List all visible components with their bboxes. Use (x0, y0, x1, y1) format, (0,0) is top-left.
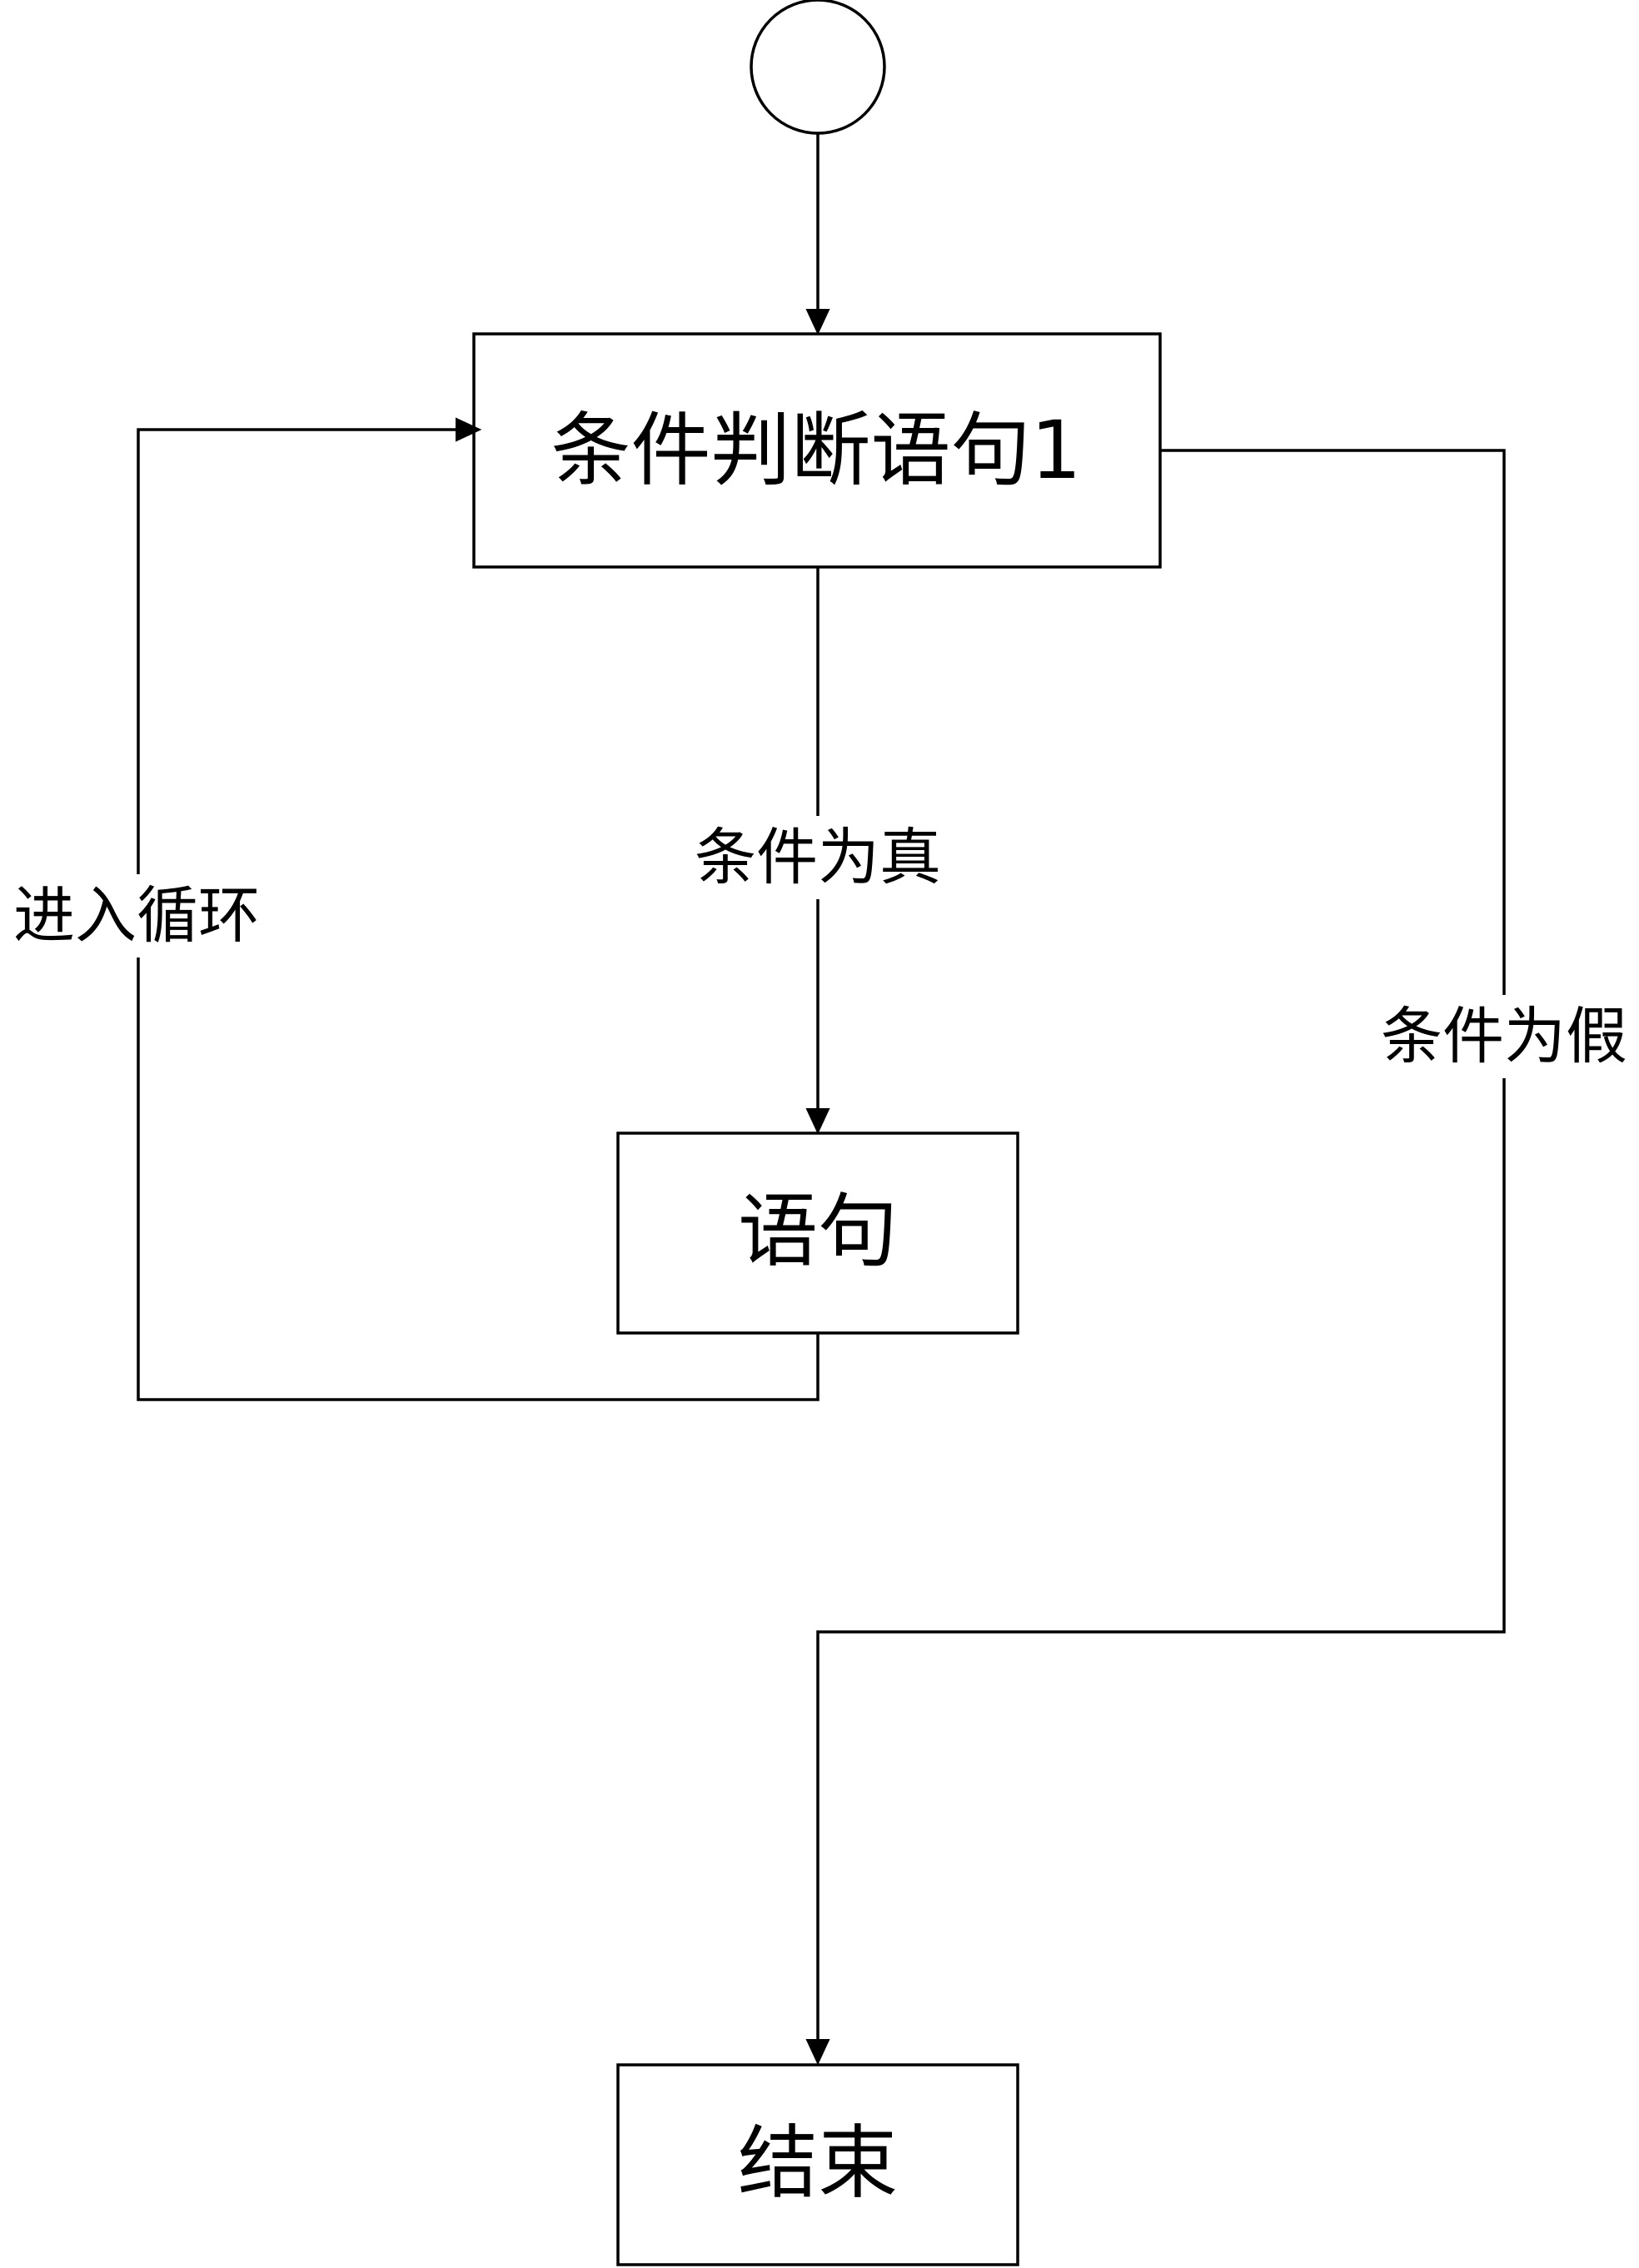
edge-true-branch-arrowhead (805, 1108, 830, 1135)
end-label: 结束 (738, 2116, 898, 2210)
edge-true-branch-label-bg (679, 816, 957, 899)
start-node (750, 0, 886, 135)
edge-loop-back-label-bg (0, 874, 275, 957)
edge-loop-back-arrowhead (456, 417, 482, 442)
edge-false-branch-label-bg (1366, 995, 1639, 1078)
edge-false-branch-label: 条件为假 (1381, 1001, 1627, 1072)
edge-false-branch (816, 449, 1506, 2043)
edge-loop-back (137, 428, 820, 1401)
statement-label: 语句 (738, 1185, 898, 1278)
edge-false-branch-arrowhead (805, 2039, 830, 2066)
edge-loop-back-label: 进入循环 (13, 880, 260, 952)
edge-true-branch-label: 条件为真 (695, 822, 941, 893)
edge-start-to-condition-arrowhead (805, 309, 830, 336)
end-box (616, 2063, 1019, 2266)
condition-label: 条件判断语句1 (550, 404, 1081, 497)
